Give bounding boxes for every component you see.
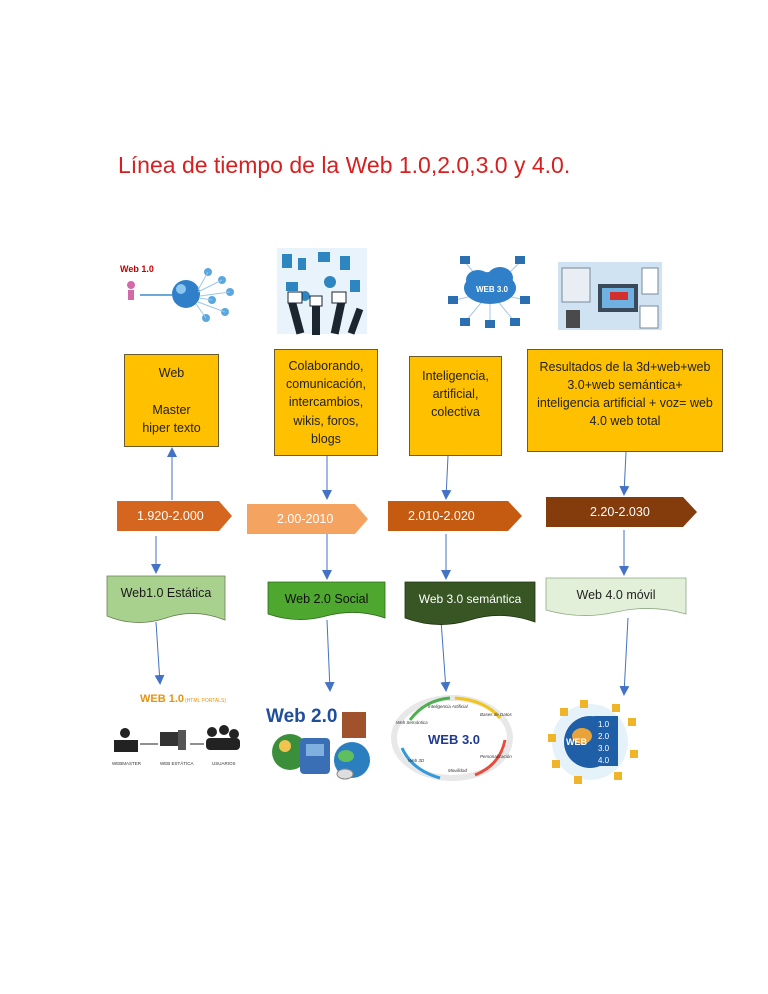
web1-top-label: Web 1.0 (120, 264, 154, 274)
web3-bottom-image: WEB 3.0 Inteligencia Artificial Bases de… (391, 695, 513, 781)
web4-version-4: 4.0 (598, 756, 610, 765)
version-label-web2: Web 2.0 Social (284, 592, 369, 606)
web3-cycle-label-4: Personalización (480, 754, 512, 759)
web4-bottom-image: WEB 1.0 2.0 3.0 4.0 (548, 700, 638, 784)
date-label-web1: 1.920-2.000 (137, 509, 204, 523)
web4-globe-label: WEB (566, 737, 587, 747)
web1-bottom-subtitle: (HTML PORTALS) (185, 698, 226, 704)
web4-devices-image (558, 262, 662, 330)
web3-cycle-label-6: Web 3D (408, 758, 425, 763)
page-title: Línea de tiempo de la Web 1.0,2.0,3.0 y … (118, 152, 571, 178)
web3-bottom-title: WEB 3.0 (428, 732, 480, 747)
web3-top-label: WEB 3.0 (476, 285, 509, 294)
web1-bottom-title: WEB 1.0 (140, 693, 184, 705)
date-label-web4: 2.20-2.030 (590, 505, 650, 519)
web2-bottom-image: Web 2.0 (266, 706, 370, 780)
web4-version-3: 3.0 (598, 744, 610, 753)
description-box-web1: Web Master hiper texto (124, 354, 219, 447)
web3-cycle-label-5: Movilidad (448, 768, 468, 773)
date-label-web3: 2.010-2.020 (408, 509, 475, 523)
web3-cycle-label-2: Bases de Datos (480, 712, 513, 717)
web4-version-1: 1.0 (598, 720, 610, 729)
description-box-web4: Resultados de la 3d+web+web 3.0+web semá… (527, 349, 723, 452)
web1-bottom-label-3: USUARIOS (212, 761, 236, 766)
web3-cycle-label-3: Web Semántica (396, 720, 428, 725)
version-waves (106, 575, 687, 625)
date-label-web2: 2.00-2010 (277, 512, 334, 526)
web3-cycle-label-1: Inteligencia Artificial (428, 704, 469, 709)
web1-bottom-label-1: WEBMASTER (112, 761, 142, 766)
description-box-web3: Inteligencia, artificial, colectiva (409, 356, 502, 456)
web3-cloud-image: WEB 3.0 (448, 256, 530, 328)
version-label-web4: Web 4.0 móvil (576, 588, 656, 602)
description-box-web2: Colaborando, comunicación, intercambios,… (274, 349, 378, 456)
version-label-web3: Web 3.0 semántica (418, 592, 522, 606)
web2-social-image (277, 248, 367, 335)
web1-bottom-label-2: WEB ESTÁTICA (160, 760, 194, 766)
web1-network-image: Web 1.0 (120, 264, 234, 322)
connector-arrows (151, 447, 630, 696)
web2-bottom-title: Web 2.0 (266, 706, 337, 727)
version-label-web1: Web1.0 Estática (120, 586, 212, 600)
web4-version-2: 2.0 (598, 732, 610, 741)
date-arrows (117, 497, 697, 534)
web1-bottom-image: WEB 1.0 (HTML PORTALS) WEBMASTER WEB EST… (112, 693, 240, 766)
